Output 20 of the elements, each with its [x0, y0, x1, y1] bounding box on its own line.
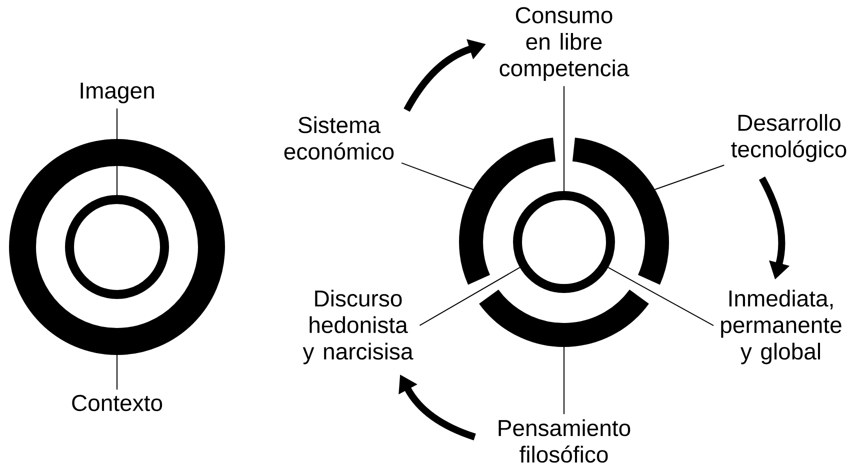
node-label: Consumo en libre competencia: [500, 7, 630, 81]
node-label: Contexto: [72, 394, 162, 412]
node-label: Discurso hedonista y narcisisa: [302, 290, 414, 364]
ring-segment: [479, 289, 649, 347]
ring: [9, 139, 225, 355]
ring-segment: [459, 138, 556, 284]
node-label: Inmediata, permanente y global: [721, 290, 842, 364]
node-label: Sistema económico: [284, 116, 394, 160]
leader-line: [419, 266, 520, 326]
ring-segment: [572, 138, 669, 284]
node-label: Desarrollo tecnológico: [731, 114, 846, 162]
ring: [65, 195, 169, 299]
leader-line: [608, 266, 714, 326]
leader-line: [654, 164, 725, 190]
node-label: Imagen: [80, 82, 154, 104]
node-label: Pensamiento filosófico: [498, 419, 630, 463]
leader-line: [401, 162, 474, 190]
leader-line: [116, 108, 118, 196]
ring: [513, 191, 615, 293]
leader-line: [116, 354, 118, 390]
